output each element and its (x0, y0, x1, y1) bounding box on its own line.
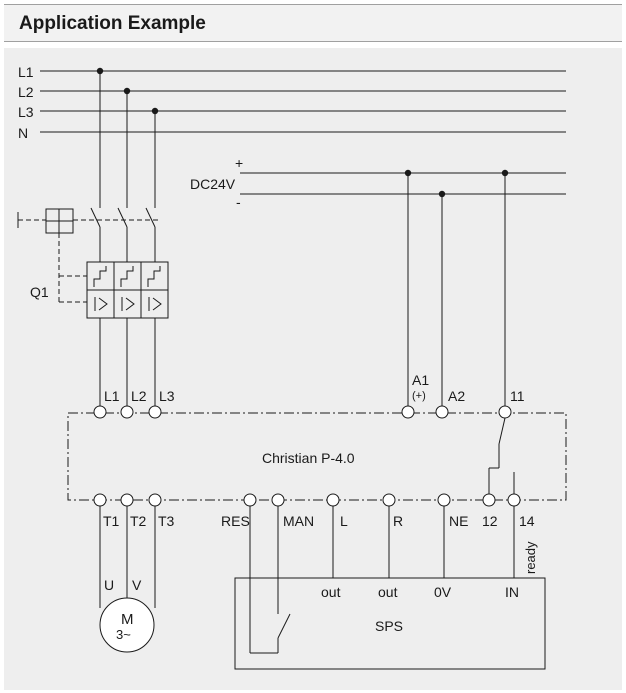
motor-v-label: V (132, 577, 142, 593)
label-l1: L1 (104, 388, 120, 404)
label-a1: A1 (412, 372, 429, 388)
label-l2: L2 (131, 388, 147, 404)
label-12: 12 (482, 513, 498, 529)
sps-out2-label: out (378, 584, 398, 600)
terminal-r (382, 493, 396, 507)
label-14: 14 (519, 513, 535, 529)
terminal-t2 (120, 493, 134, 507)
terminal-11 (498, 405, 512, 419)
diagram-panel (4, 48, 622, 690)
label-ne: NE (449, 513, 468, 529)
dc-label: DC24V (190, 176, 236, 192)
junction-l2 (123, 87, 131, 95)
sps-switch (277, 613, 291, 639)
label-l3: L3 (159, 388, 175, 404)
motor-circle (99, 597, 155, 653)
sps-out1-label: out (321, 584, 341, 600)
junction-l1 (96, 67, 104, 75)
rail-l1-label: L1 (18, 64, 34, 80)
thermal-2 (120, 266, 134, 287)
device-name: Christian P-4.0 (262, 450, 355, 466)
terminal-l1 (93, 405, 107, 419)
contact-3 (145, 207, 156, 228)
sps-box (234, 577, 546, 670)
terminal-14 (507, 493, 521, 507)
header-bar: Application Example (4, 4, 622, 42)
junction-a1 (404, 169, 412, 177)
terminal-t3 (148, 493, 162, 507)
label-man: MAN (283, 513, 314, 529)
breaker-label: Q1 (30, 284, 49, 300)
motor-u-label: U (104, 577, 114, 593)
terminal-l3 (148, 405, 162, 419)
label-l: L (340, 513, 348, 529)
junction-11 (501, 169, 509, 177)
label-a2: A2 (448, 388, 465, 404)
motor-phase-label: 3~ (116, 627, 131, 642)
terminal-res (243, 493, 257, 507)
label-r: R (393, 513, 403, 529)
device-frame (67, 412, 567, 501)
sps-name: SPS (375, 618, 403, 634)
dc-plus-label: + (235, 155, 243, 171)
thermal-1 (93, 266, 107, 287)
label-t3: T3 (158, 513, 175, 529)
sps-0v-label: 0V (434, 584, 452, 600)
sps-ready-label: ready (523, 541, 538, 574)
contact-1 (90, 207, 101, 228)
motor-m-label: M (121, 611, 134, 628)
terminal-ne (437, 493, 451, 507)
label-11: 11 (510, 388, 525, 404)
thermal-3 (147, 266, 161, 287)
junction-l3 (151, 107, 159, 115)
junction-a2 (438, 190, 446, 198)
terminal-a2 (435, 405, 449, 419)
sps-in-label: IN (505, 584, 519, 600)
terminal-l2 (120, 405, 134, 419)
terminal-a1 (401, 405, 415, 419)
dc-minus-label: - (236, 194, 241, 210)
rail-l3-label: L3 (18, 104, 34, 120)
contact-2 (117, 207, 128, 228)
page-title: Application Example (19, 13, 206, 34)
terminal-t1 (93, 493, 107, 507)
label-t1: T1 (103, 513, 120, 529)
terminal-man (271, 493, 285, 507)
label-t2: T2 (130, 513, 147, 529)
label-res: RES (221, 513, 250, 529)
rail-n-label: N (18, 125, 28, 141)
terminal-l (326, 493, 340, 507)
terminal-12 (482, 493, 496, 507)
label-a1-sub: (+) (412, 390, 426, 402)
rail-l2-label: L2 (18, 84, 34, 100)
